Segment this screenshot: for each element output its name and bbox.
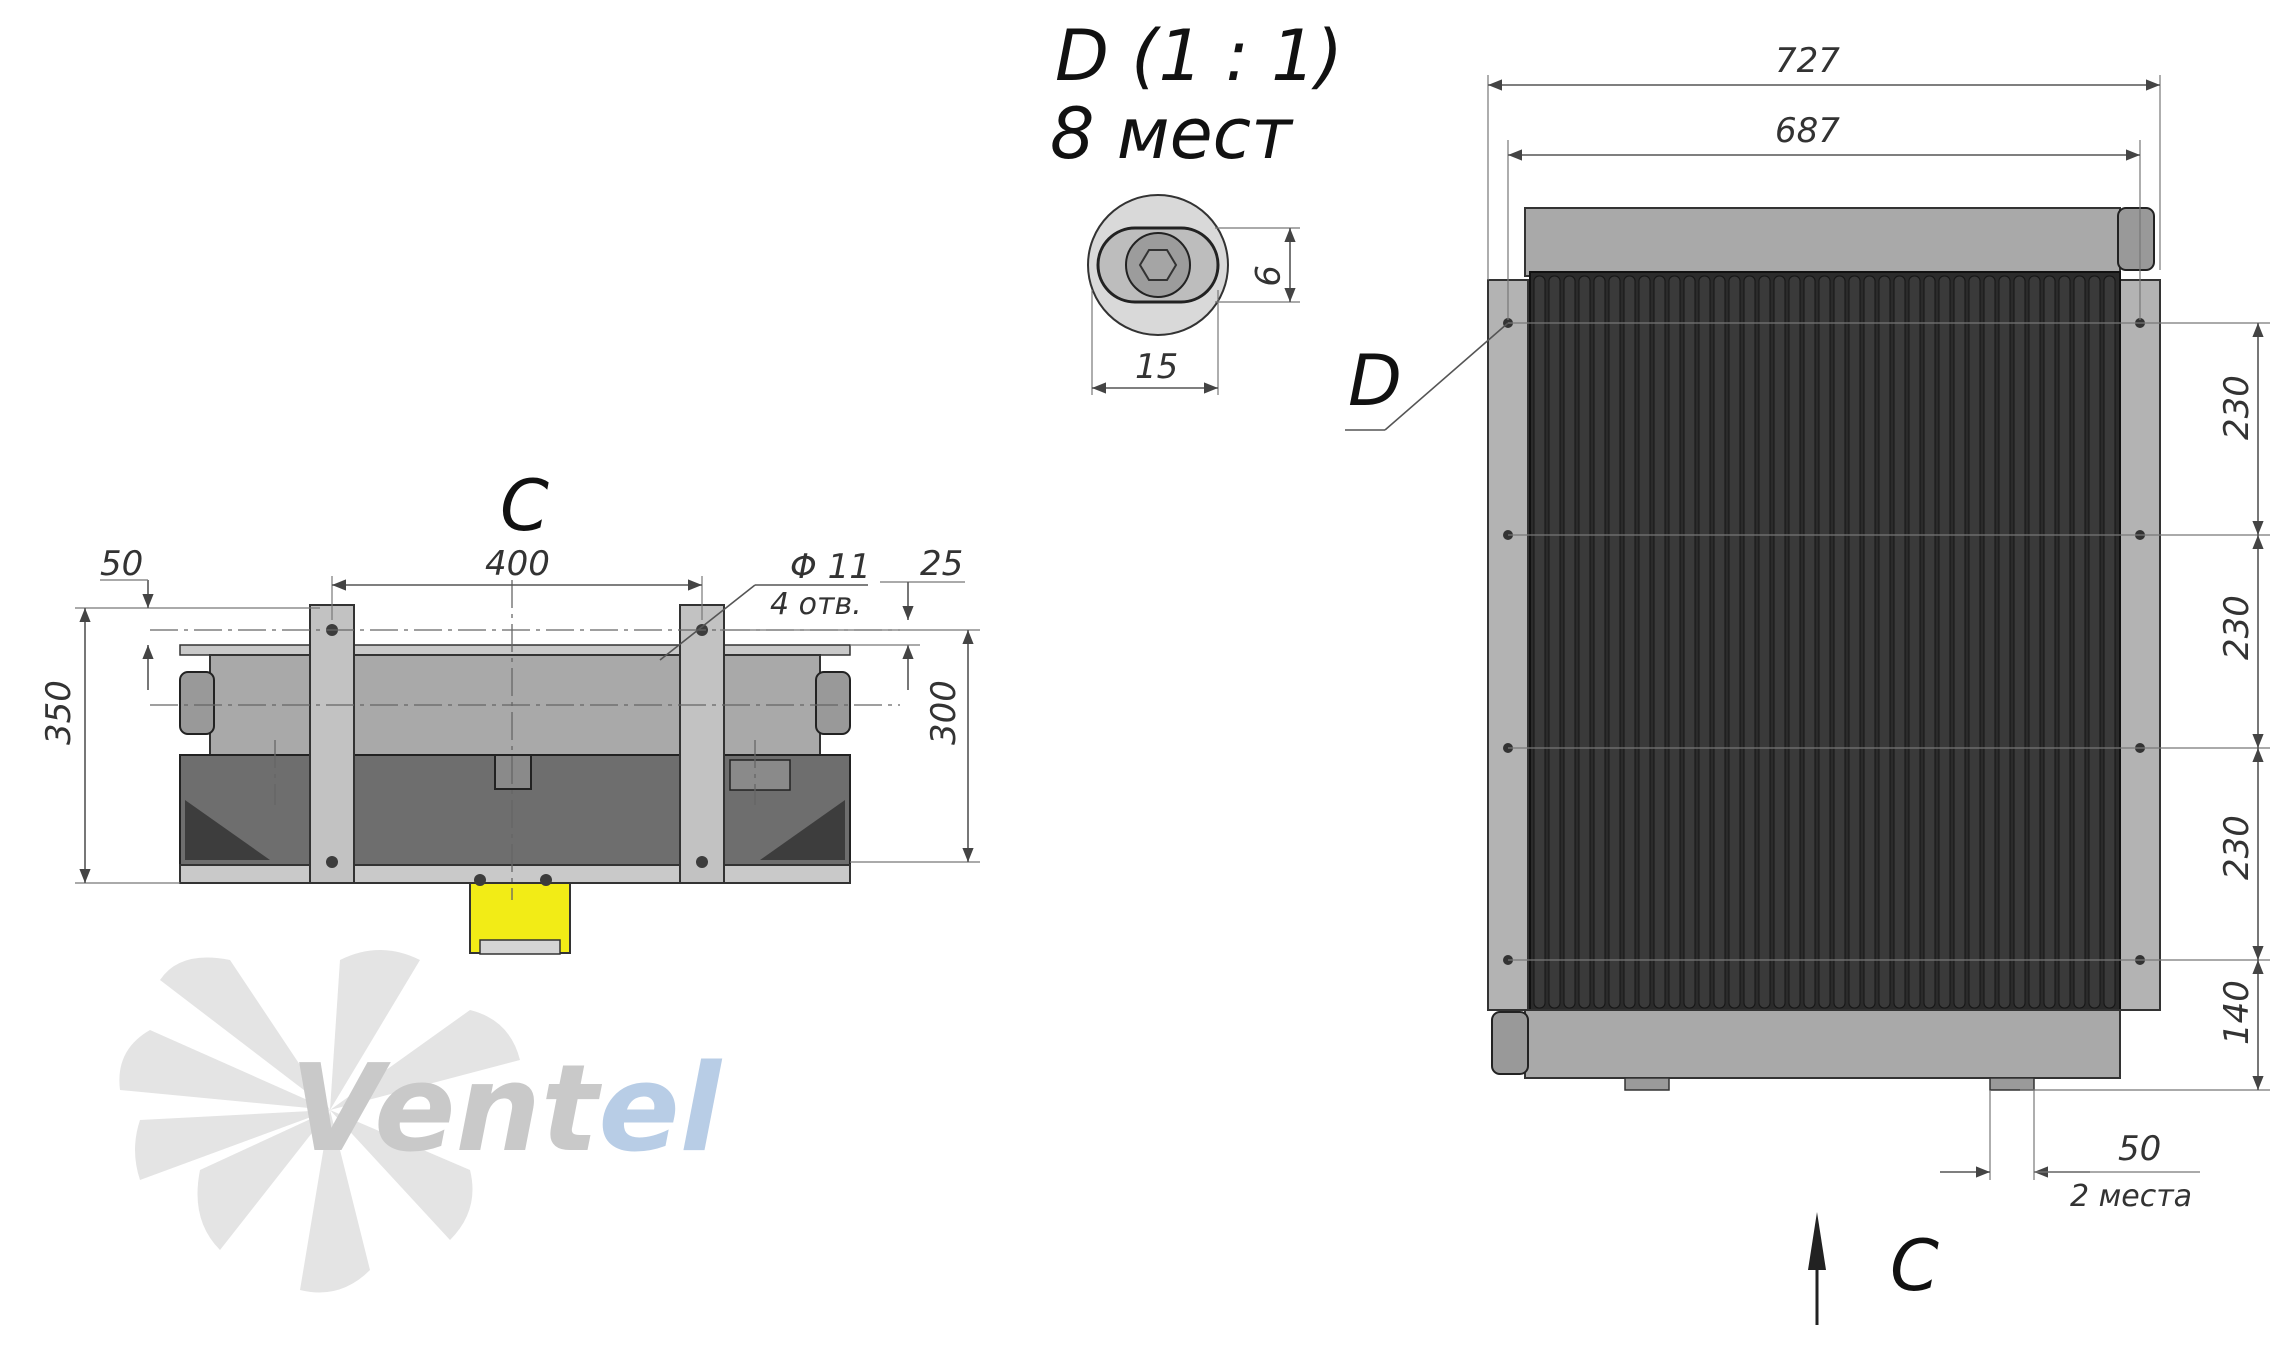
detail-count: 8 мест — [1050, 93, 1294, 175]
view-c: C 400 — [39, 465, 980, 955]
view-arrow-icon — [1808, 1212, 1826, 1325]
main-view: 230 230 230 140 727 687 D 50 2 места — [1345, 41, 2270, 1325]
view-c-dim-height-inner: 300 — [924, 680, 964, 745]
view-c-dim-top-right: 25 — [920, 544, 963, 584]
detail-title: D (1 : 1) — [1055, 15, 1343, 97]
ventel-logo: Ventel — [119, 950, 723, 1293]
view-c-dim-top-left: 50 — [100, 544, 143, 584]
main-dim-pitch-2: 230 — [2217, 595, 2257, 660]
main-dim-pitch-1: 230 — [2217, 375, 2257, 440]
view-c-hole-count: 4 отв. — [770, 587, 862, 622]
main-callout-detail: D — [1348, 340, 1402, 422]
view-c-dim-span: 400 — [485, 544, 550, 584]
view-c-hole-dia: Φ 11 — [790, 547, 871, 587]
logo-main-text: Vent — [290, 1040, 603, 1179]
view-c-dim-height-total: 350 — [39, 680, 79, 745]
detail-dim-height: 9 — [1246, 265, 1286, 287]
fan-blades-icon — [119, 950, 520, 1293]
view-c-label: C — [500, 465, 549, 547]
main-foot-count: 2 места — [2070, 1179, 2192, 1214]
main-dim-foot: 50 — [2118, 1129, 2161, 1169]
detail-dim-width: 15 — [1135, 347, 1178, 387]
logo-accent-text: el — [598, 1040, 722, 1179]
detail-d: D (1 : 1) 8 мест 9 15 — [1050, 15, 1343, 395]
main-dim-core-width: 687 — [1775, 111, 1840, 151]
fin-core — [1533, 275, 2116, 1009]
main-view-arrow-label: C — [1890, 1225, 1939, 1307]
main-dim-overall-width: 727 — [1775, 41, 1840, 81]
main-dim-bottom-offset: 140 — [2217, 980, 2257, 1045]
svg-text:Ventel: Ventel — [290, 1040, 723, 1179]
main-dim-pitch-3: 230 — [2217, 815, 2257, 880]
